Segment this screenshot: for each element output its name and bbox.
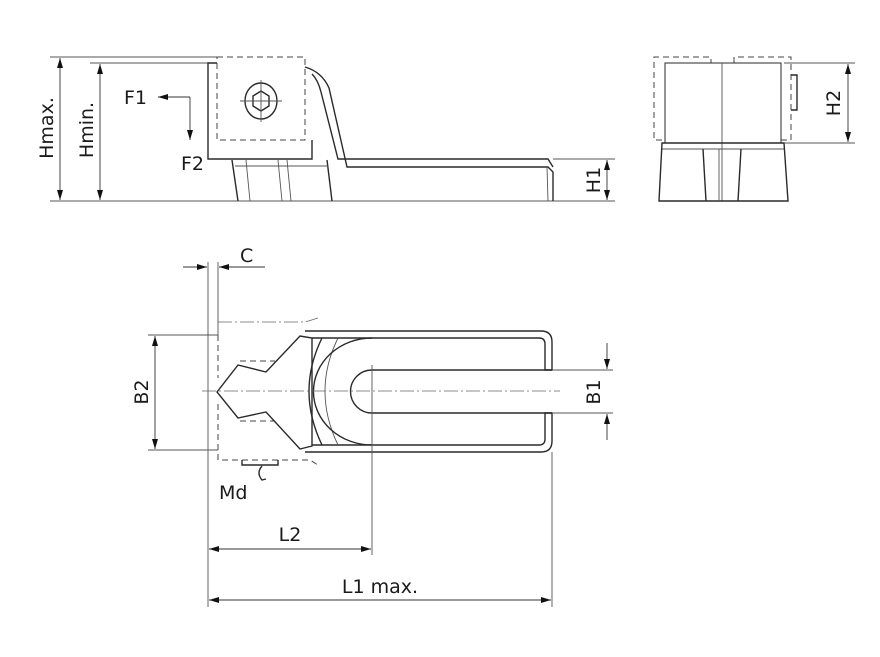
c-label: C — [240, 245, 253, 267]
side-view: Hmax. Hmin. F1 F2 H1 — [36, 56, 615, 202]
h1-label: H1 — [583, 167, 605, 193]
v-shoe — [216, 335, 313, 450]
l2-label: L2 — [279, 524, 302, 546]
md-label: Md — [219, 482, 247, 504]
clamp-block-outline — [216, 56, 306, 141]
slot — [349, 369, 552, 414]
f1-label: F1 — [124, 87, 147, 109]
f2-label: F2 — [181, 153, 204, 175]
h2-label: H2 — [823, 90, 845, 116]
torque-icon — [258, 465, 267, 481]
b2-label: B2 — [131, 379, 153, 404]
side-tab — [791, 74, 798, 111]
end-view: H2 — [653, 56, 855, 202]
b1-label: B1 — [583, 379, 605, 404]
arm-outline — [305, 330, 553, 371]
hmin-label: Hmin. — [76, 102, 98, 158]
l1-label: L1 max. — [342, 576, 418, 598]
plan-view: C B2 B1 Md L2 — [131, 245, 613, 607]
hmax-label: Hmax. — [36, 97, 58, 159]
